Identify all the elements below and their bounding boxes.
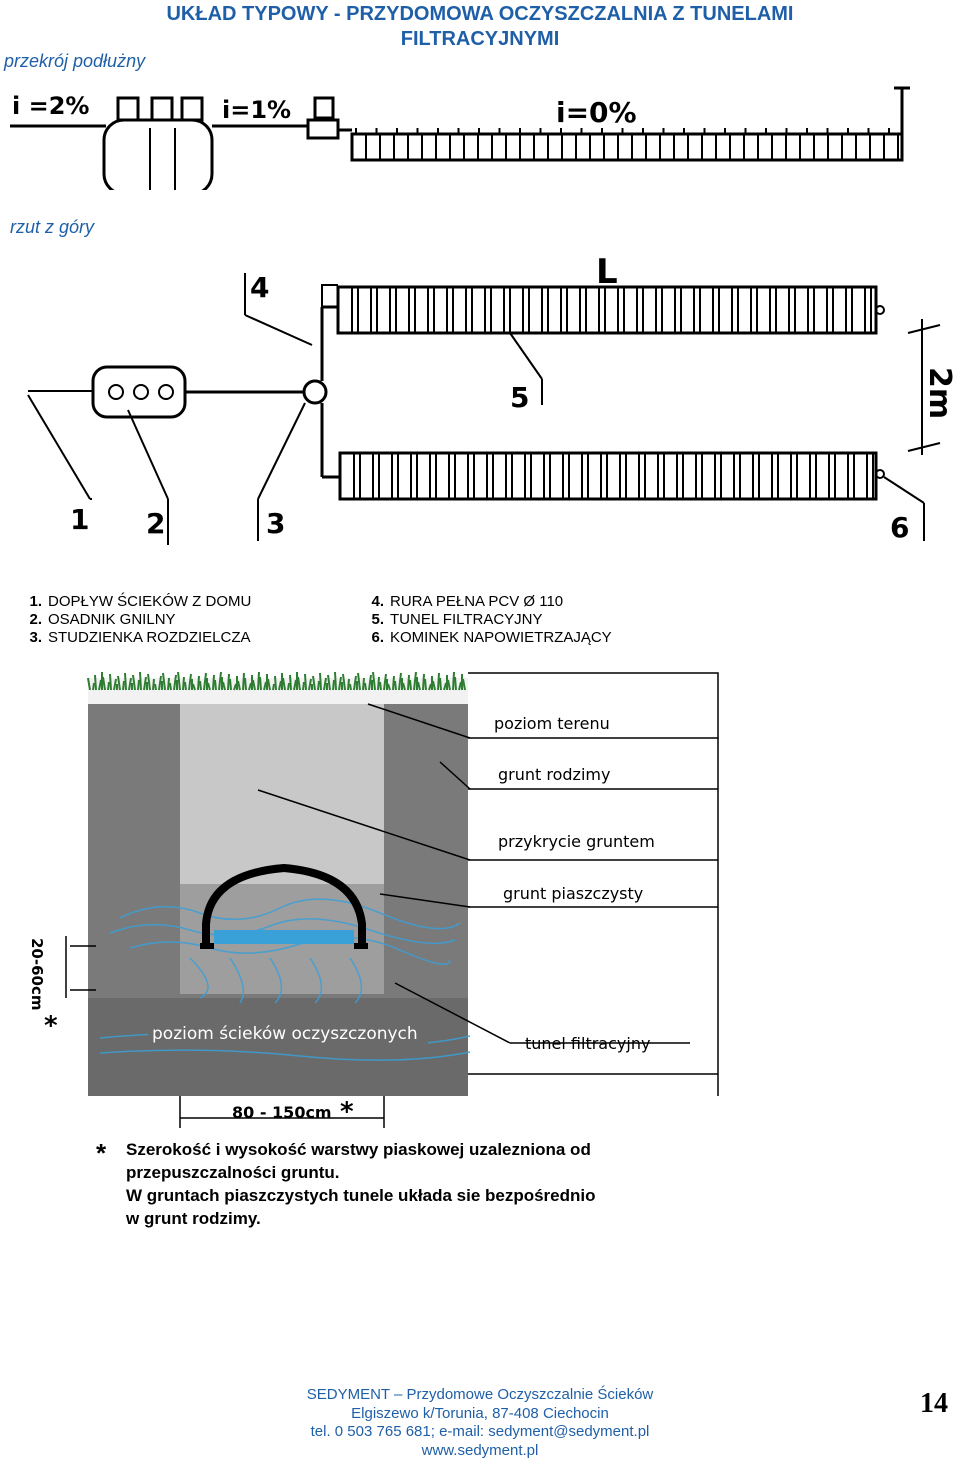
page-title-line2: FILTRACYJNYMI <box>400 28 560 50</box>
legend-item: 6.KOMINEK NAPOWIETRZAJĄCY <box>371 629 612 646</box>
plan-label-length: L <box>596 252 618 292</box>
legend-item: 1.DOPŁYW ŚCIEKÓW Z DOMU <box>29 593 252 610</box>
note-text: Szerokość i wysokość warstwy piaskowej u… <box>126 1138 596 1230</box>
slope-label-2: i=1% <box>222 96 291 124</box>
legend-item: 5.TUNEL FILTRACYJNY <box>371 611 543 628</box>
longitudinal-section-drawing: i =2% i=1% i=0% <box>10 86 910 190</box>
cross-section-drawing: poziom terenu grunt rodzimy przykrycie g… <box>28 671 719 1128</box>
note-line: W gruntach piaszczystych tunele układa s… <box>126 1186 596 1205</box>
footer: SEDYMENT – Przydomowe Oczyszczalnie Ście… <box>180 1386 780 1460</box>
footer-address: Elgiszewo k/Torunia, 87-408 Ciechocin <box>351 1404 609 1422</box>
label-depth-star: * <box>44 1011 58 1041</box>
plan-label-4: 4 <box>250 271 269 304</box>
label-ground-level: poziom terenu <box>494 714 610 733</box>
label-width-star: * <box>340 1097 354 1127</box>
water-in-tunnel <box>214 930 354 944</box>
label-treated-water-level: poziom ścieków oczyszczonych <box>152 1024 418 1044</box>
plan-label-1: 1 <box>70 503 89 536</box>
label-sandy-soil: grunt piaszczysty <box>503 884 643 903</box>
cover-soil-area <box>180 704 384 884</box>
plan-label-3: 3 <box>266 507 285 540</box>
legend-item: 4.RURA PEŁNA PCV Ø 110 <box>371 593 564 610</box>
label-depth: 20-60cm <box>28 938 46 1011</box>
section-label-plan: rzut z góry <box>10 217 95 237</box>
footer-contact: tel. 0 503 765 681; e-mail: sedyment@sed… <box>310 1423 650 1440</box>
plan-view-drawing: 4 L 5 1 2 3 6 2m <box>27 252 957 545</box>
plan-label-spacing: 2m <box>922 367 957 419</box>
section-label-longitudinal: przekrój podłużny <box>4 51 146 71</box>
tunnel-arch <box>202 863 366 946</box>
label-width: 80 - 150cm <box>232 1103 332 1122</box>
legend-item: 2.OSADNIK GNILNY <box>29 611 176 628</box>
label-native-soil: grunt rodzimy <box>498 765 610 784</box>
note-line: przepuszczalności gruntu. <box>126 1163 340 1182</box>
note-line: Szerokość i wysokość warstwy piaskowej u… <box>126 1140 591 1159</box>
note-line: w grunt rodzimy. <box>126 1209 261 1228</box>
plan-label-2: 2 <box>146 507 165 540</box>
plan-label-5: 5 <box>510 381 529 414</box>
page-number: 14 <box>920 1388 948 1419</box>
legend-col-1: 1.DOPŁYW ŚCIEKÓW Z DOMU 2.OSADNIK GNILNY… <box>20 593 251 647</box>
label-tunnel: tunel filtracyjny <box>525 1034 650 1053</box>
footer-website[interactable]: www.sedyment.pl <box>421 1441 539 1459</box>
slope-label-3: i=0% <box>556 96 637 129</box>
legend-col-2: 4.RURA PEŁNA PCV Ø 110 5.TUNEL FILTRACYJ… <box>362 593 612 647</box>
label-soil-cover: przykrycie gruntem <box>498 832 655 851</box>
footer-company: SEDYMENT – Przydomowe Oczyszczalnie Ście… <box>306 1386 654 1403</box>
plan-label-6: 6 <box>890 511 909 544</box>
note-star: * <box>96 1138 107 1168</box>
legend-item: 3.STUDZIENKA ROZDZIELCZA <box>29 629 251 646</box>
page-title: UKŁAD TYPOWY - PRZYDOMOWA OCZYSZCZALNIA … <box>166 3 794 25</box>
slope-label-1: i =2% <box>12 92 89 120</box>
